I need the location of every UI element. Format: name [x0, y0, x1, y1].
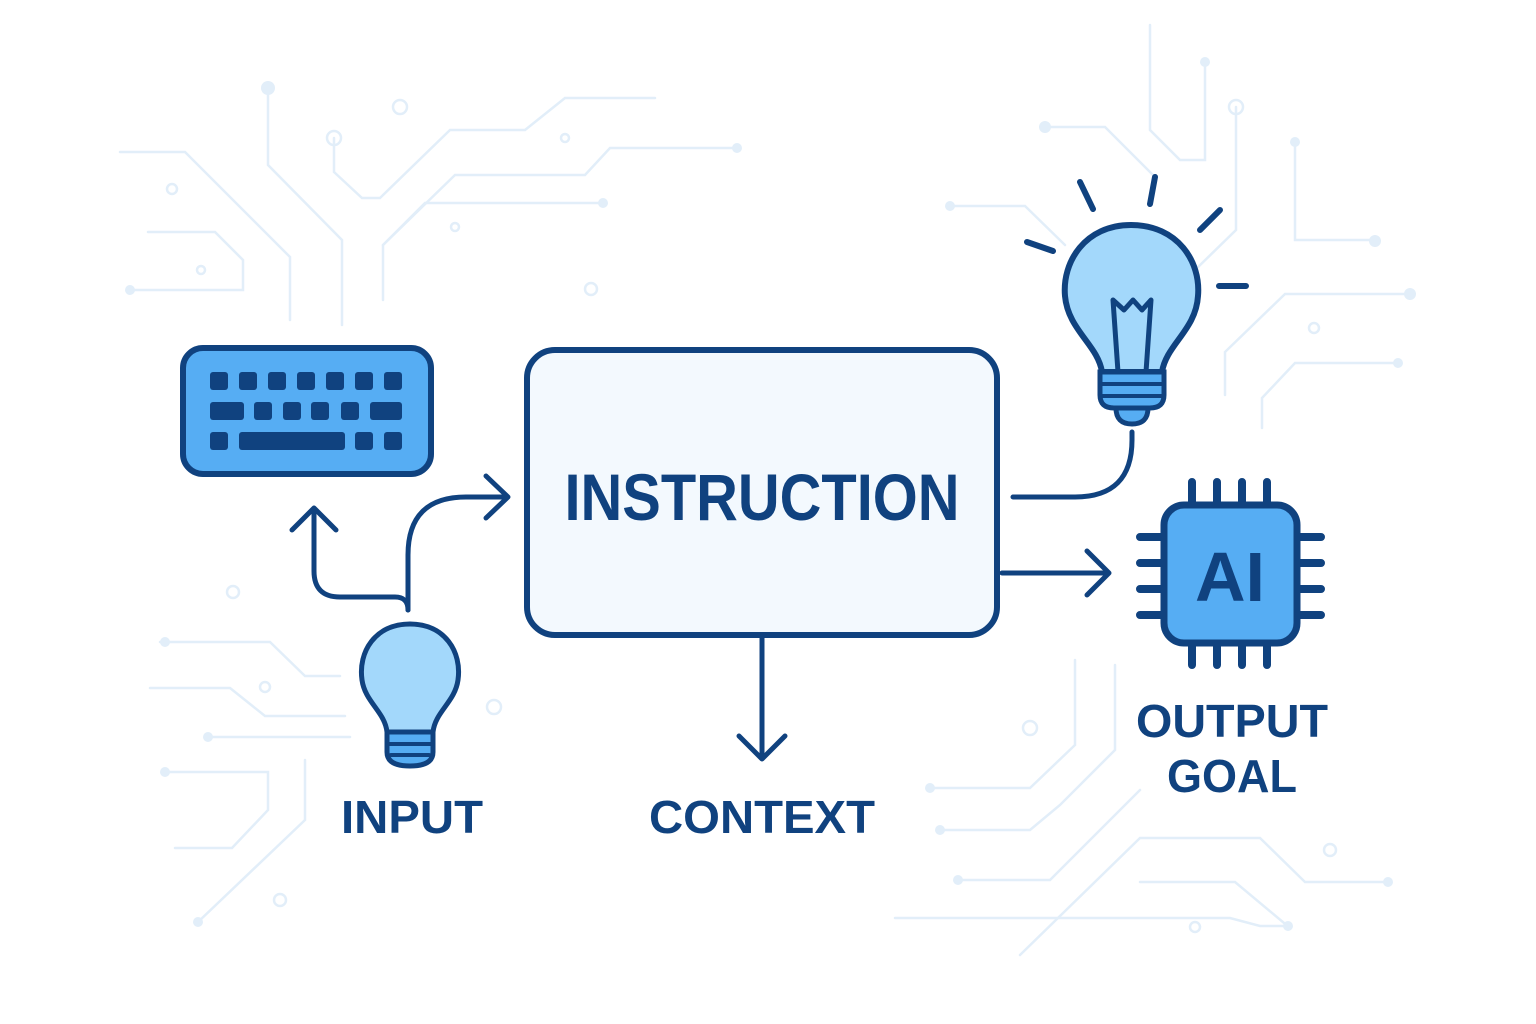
idea-lightbulb-icon	[1024, 174, 1249, 427]
keyboard-icon	[180, 345, 434, 477]
ai-chip-icon: AI	[1136, 478, 1325, 669]
context-label: CONTEXT	[649, 791, 875, 843]
context-arrow	[736, 635, 788, 762]
input-arrows	[289, 473, 511, 613]
output-arrows	[999, 429, 1135, 598]
circuit-background	[118, 23, 1416, 957]
output-label: OUTPUT	[1136, 695, 1328, 747]
instruction-label: INSTRUCTION	[565, 460, 960, 534]
instruction-box	[524, 347, 1000, 638]
goal-label: GOAL	[1167, 750, 1297, 802]
lightbulb-icon	[358, 621, 462, 769]
input-label: INPUT	[341, 791, 483, 843]
chip-label: AI	[1195, 538, 1265, 616]
